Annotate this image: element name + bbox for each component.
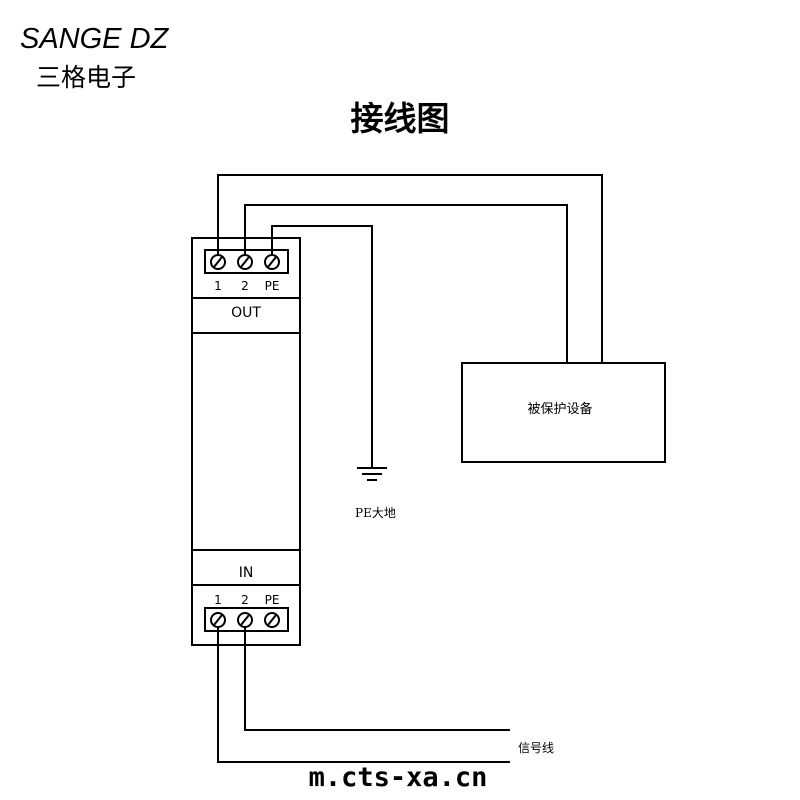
wire-out-pe (271, 225, 373, 468)
wire-out-2 (244, 204, 568, 363)
screw-icon (210, 254, 226, 270)
protected-device-box (461, 362, 666, 463)
screw-icon (210, 612, 226, 628)
in-terminal-2-label: 2 (241, 593, 249, 607)
ground-label: PE大地 (355, 506, 396, 520)
wire-in-1 (217, 626, 510, 763)
signal-line-label: 信号线 (518, 741, 554, 755)
in-terminal-pe-label: PE (265, 593, 280, 607)
out-terminal-pe-label: PE (265, 279, 280, 293)
in-terminal-block (204, 607, 289, 632)
out-terminal-1-label: 1 (214, 279, 222, 293)
ground-icon (357, 467, 387, 481)
surge-protector-module (191, 237, 301, 646)
wire-in-2 (244, 626, 510, 731)
out-label: OUT (231, 305, 261, 321)
screw-icon (264, 254, 280, 270)
out-terminal-2-label: 2 (241, 279, 249, 293)
screw-icon (237, 612, 253, 628)
brand-subtitle: 三格电子 (36, 63, 136, 92)
in-terminal-1-label: 1 (214, 593, 222, 607)
watermark-url: m.cts-xa.cn (309, 762, 488, 793)
page-title: 接线图 (351, 99, 450, 138)
brand-name: SANGE DZ (20, 23, 170, 55)
in-label: IN (239, 565, 254, 581)
protected-device-label: 被保护设备 (527, 401, 592, 417)
screw-icon (264, 612, 280, 628)
screw-icon (237, 254, 253, 270)
wire-out-1 (217, 174, 603, 363)
